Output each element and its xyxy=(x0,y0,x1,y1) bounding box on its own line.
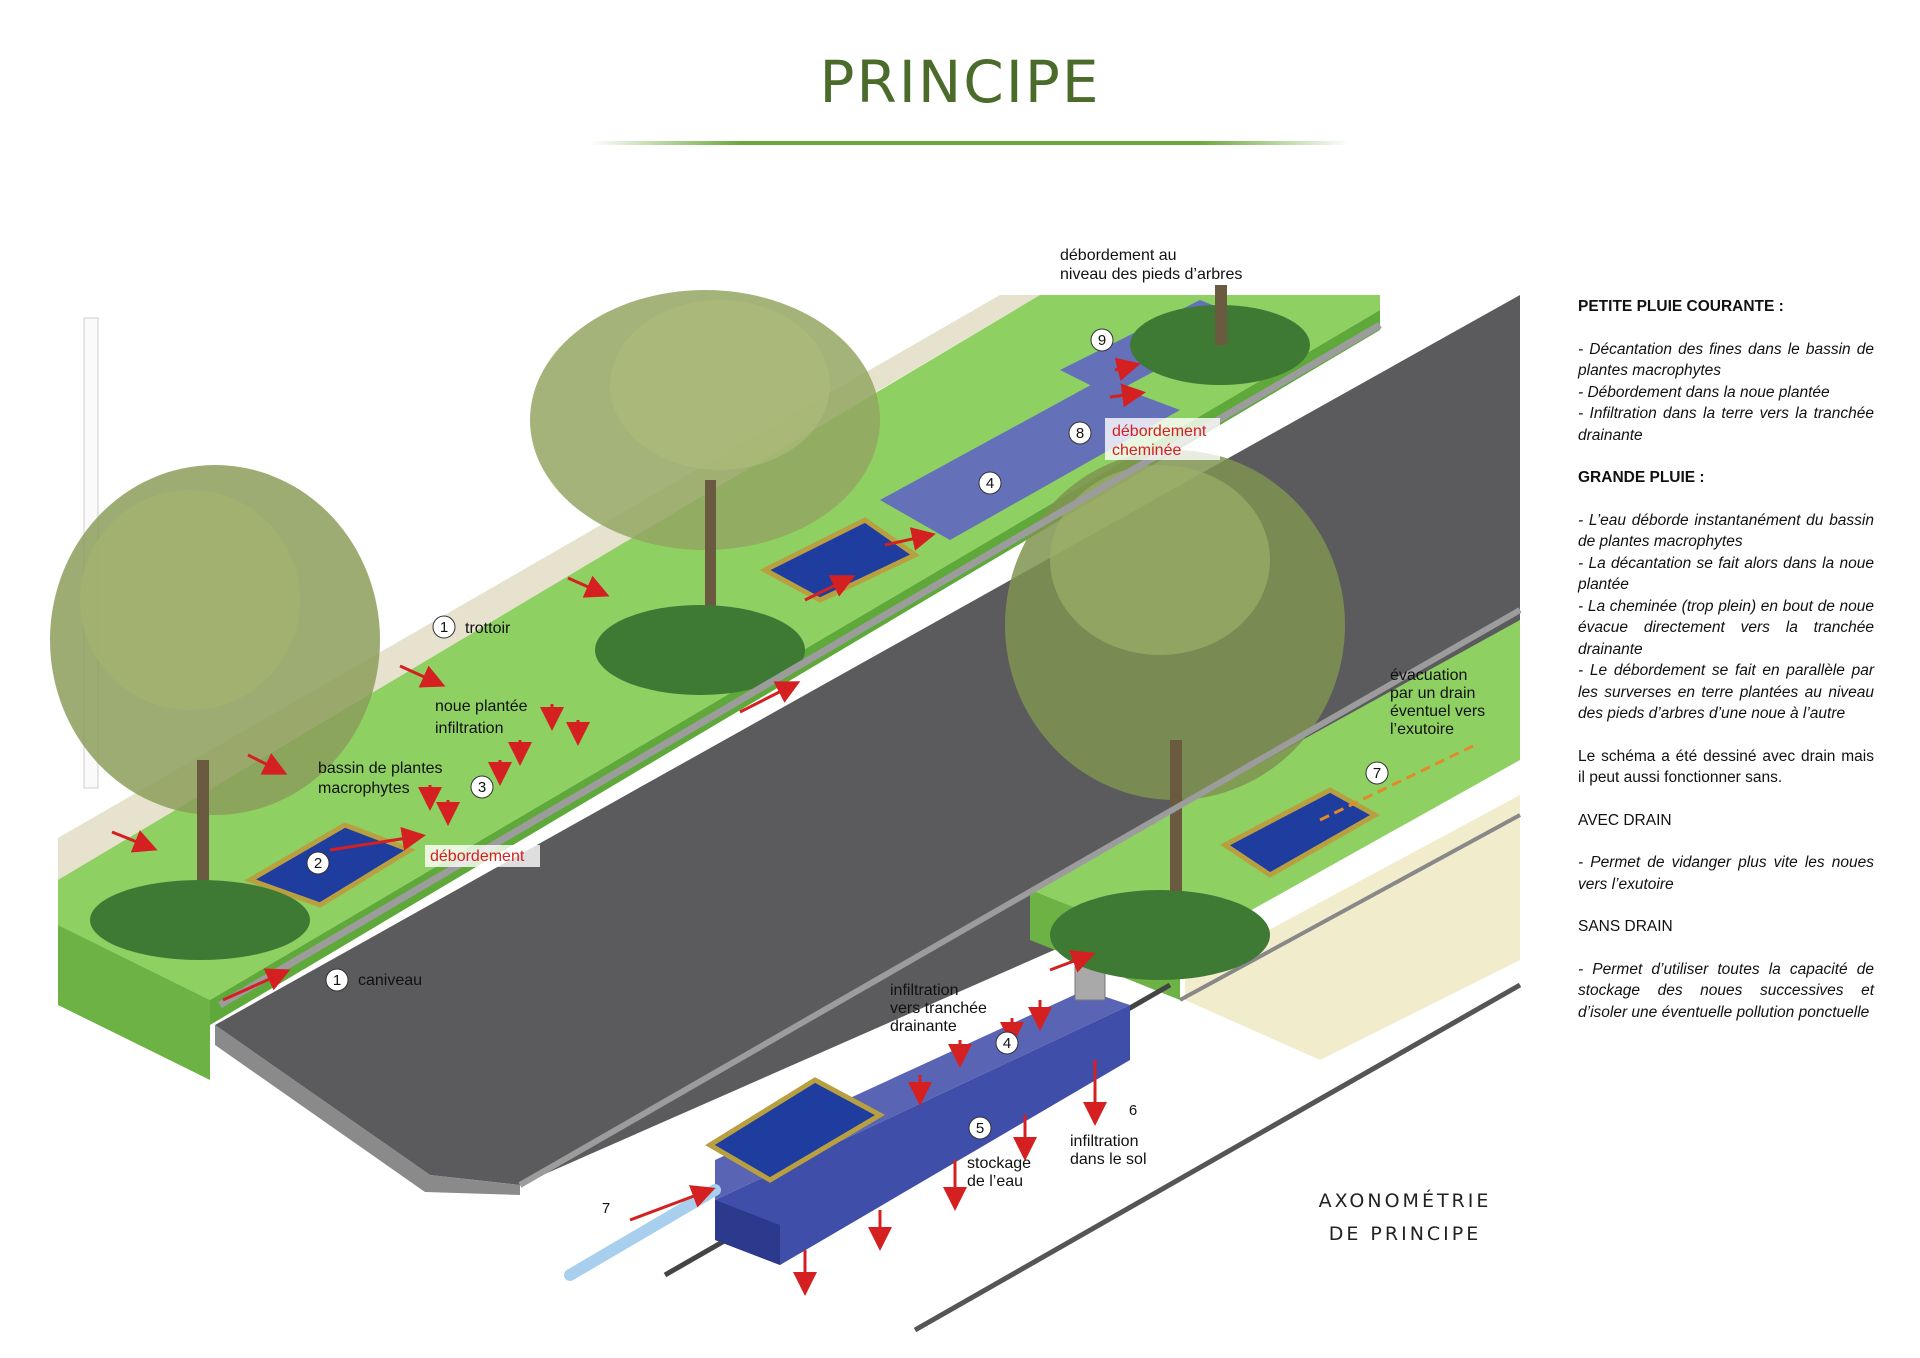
axonometric-diagram: 1 1 2 3 4 4 5 6 7 7 8 9 trottoir noue pl… xyxy=(50,247,1522,1333)
flow-arrows xyxy=(111,357,1146,1296)
label-noue-2: infiltration xyxy=(435,720,503,737)
grande-item-1: - L’eau déborde instantanément du bassin… xyxy=(1578,511,1874,551)
tree-4 xyxy=(1130,285,1310,385)
badge-3: 3 xyxy=(470,775,494,799)
label-stockage-2: de l’eau xyxy=(967,1173,1023,1190)
tree-2 xyxy=(530,290,880,695)
badge-1-caniveau: 1 xyxy=(325,968,349,992)
badge-2: 2 xyxy=(306,851,330,875)
label-infil-tranchee-3: drainante xyxy=(890,1018,957,1035)
svg-text:9: 9 xyxy=(1098,332,1106,349)
svg-text:8: 8 xyxy=(1076,425,1084,442)
badge-7-drain: 7 xyxy=(1365,761,1389,785)
label-bassin-2: macrophytes xyxy=(318,780,410,797)
caption-line-1: AXONOMÉTRIE xyxy=(1318,1190,1492,1212)
caption-line-2: DE PRINCIPE xyxy=(1328,1223,1482,1245)
svg-text:3: 3 xyxy=(478,779,486,796)
diagram-caption: AXONOMÉTRIE DE PRINCIPE xyxy=(1290,1185,1520,1251)
label-bassin-1: bassin de plantes xyxy=(318,760,443,777)
svg-text:7: 7 xyxy=(1373,765,1381,782)
label-cheminee-2: cheminée xyxy=(1112,442,1181,459)
macrophyte-basin-lower xyxy=(705,1077,886,1183)
planted-strip-right xyxy=(1030,620,1520,950)
grande-item-3: - La cheminée (trop plein) en bout de no… xyxy=(1578,597,1874,658)
badge-8: 8 xyxy=(1068,421,1092,445)
heading-petite-pluie: PETITE PLUIE COURANTE : xyxy=(1578,298,1784,315)
page-title: PRINCIPE xyxy=(819,48,1101,116)
drainage-trench xyxy=(715,1005,1130,1265)
label-evacuation-2: par un drain xyxy=(1390,685,1475,702)
grande-item-4: - Le débordement se fait en parallèle pa… xyxy=(1578,662,1874,722)
svg-text:6: 6 xyxy=(1129,1102,1137,1119)
svg-text:1: 1 xyxy=(440,619,448,636)
label-infil-sol-2: dans le sol xyxy=(1070,1151,1147,1168)
badge-4-trench: 4 xyxy=(995,1031,1019,1055)
petite-item-3: - Infiltration dans la terre vers la tra… xyxy=(1578,405,1874,444)
grande-item-2: - La décantation se fait alors dans la n… xyxy=(1578,554,1874,594)
avec-item: - Permet de vidanger plus vite les noues… xyxy=(1578,854,1874,893)
label-stockage-1: stockage xyxy=(967,1155,1031,1172)
label-infil-tranchee-1: infiltration xyxy=(890,982,958,999)
label-evacuation-3: éventuel vers xyxy=(1390,703,1485,720)
note-drain: Le schéma a été dessiné avec drain mais … xyxy=(1578,747,1874,787)
drain-pipe xyxy=(564,1184,721,1281)
label-evacuation-1: évacuation xyxy=(1390,667,1467,684)
label-trottoir: trottoir xyxy=(465,620,511,637)
badge-5: 5 xyxy=(968,1116,992,1140)
tree-3 xyxy=(1005,450,1345,980)
heading-grande-pluie: GRANDE PLUIE : xyxy=(1578,469,1705,486)
svg-text:7: 7 xyxy=(602,1200,610,1217)
petite-item-1: - Décantation des fines dans le bassin d… xyxy=(1578,340,1874,380)
tree-1 xyxy=(50,465,380,960)
badge-6: 6 xyxy=(1129,1102,1137,1119)
label-evacuation-4: l’exutoire xyxy=(1390,721,1454,738)
label-bg-cheminee xyxy=(1105,418,1220,460)
badge-4-noue: 4 xyxy=(978,471,1002,495)
svg-text:2: 2 xyxy=(314,855,322,872)
macrophyte-basin-2 xyxy=(759,517,920,603)
badge-7-pipe: 7 xyxy=(602,1200,610,1217)
explanation-panel: PETITE PLUIE COURANTE : - Décantation de… xyxy=(1578,296,1874,1023)
heading-sans-drain: SANS DRAIN xyxy=(1578,918,1673,935)
heading-avec-drain: AVEC DRAIN xyxy=(1578,811,1672,829)
label-infil-sol-1: infiltration xyxy=(1070,1133,1138,1150)
label-bg-debordement xyxy=(425,845,540,867)
label-pieds-arbres-1: débordement au xyxy=(1060,247,1177,264)
svg-text:4: 4 xyxy=(986,475,994,492)
svg-text:4: 4 xyxy=(1003,1035,1011,1052)
label-noue-1: noue plantée xyxy=(435,698,528,715)
label-infil-tranchee-2: vers tranchée xyxy=(890,1000,987,1017)
svg-text:5: 5 xyxy=(976,1120,984,1137)
label-cheminee-1: débordement xyxy=(1112,423,1207,440)
title-underline xyxy=(590,141,1350,145)
drain-flow xyxy=(1319,743,1476,822)
badge-1-trottoir: 1 xyxy=(432,615,456,639)
petite-item-2: - Débordement dans la noue plantée xyxy=(1578,383,1830,401)
svg-text:1: 1 xyxy=(333,972,341,989)
label-debordement: débordement xyxy=(430,848,525,865)
badge-9: 9 xyxy=(1090,328,1114,352)
sans-item: - Permet d’utiliser toutes la capacité d… xyxy=(1578,960,1874,1021)
label-caniveau: caniveau xyxy=(358,972,422,989)
label-pieds-arbres-2: niveau des pieds d’arbres xyxy=(1060,266,1242,283)
